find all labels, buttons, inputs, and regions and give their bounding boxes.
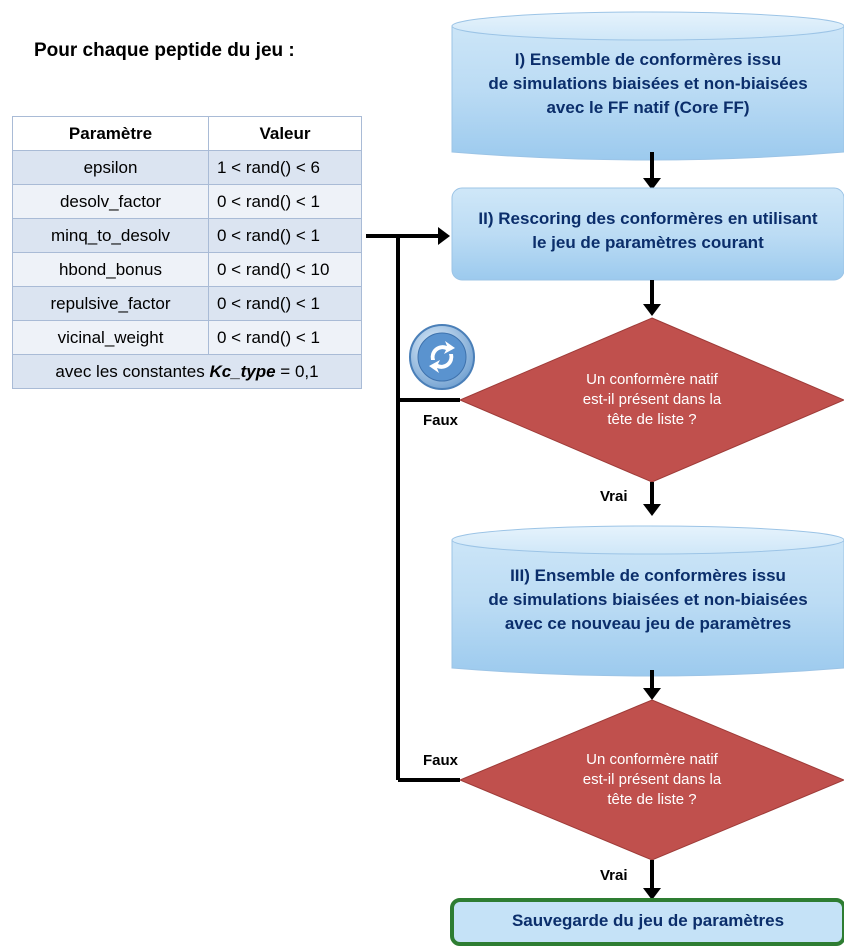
decision2-text: Un conformère natif est-il présent dans …	[520, 750, 784, 810]
param-value: 0 < rand() < 1	[208, 184, 362, 219]
param-value: 0 < rand() < 10	[208, 252, 362, 287]
false-label-1: Faux	[423, 412, 459, 429]
param-value: 1 < rand() < 6	[208, 150, 362, 185]
constants-note-suffix: = 0,1	[275, 361, 319, 381]
step3-line: de simulations biaisées et non-biaisées	[488, 590, 808, 609]
param-value: 0 < rand() < 1	[208, 286, 362, 321]
column-header-parameter: Paramètre	[12, 116, 209, 151]
step2-box	[451, 187, 844, 281]
step1-text: I) Ensemble de conformères issu de simul…	[452, 48, 844, 120]
table-footnote-row: avec les constantes Kc_type = 0,1	[12, 354, 362, 389]
table-row: hbond_bonus 0 < rand() < 10	[12, 252, 362, 287]
final-text: Sauvegarde du jeu de paramètres	[511, 911, 785, 930]
param-value: 0 < rand() < 1	[208, 218, 362, 253]
decision1-line: est-il présent dans la	[582, 391, 722, 408]
param-name: hbond_bonus	[12, 252, 209, 287]
step1-line: I) Ensemble de conformères issu	[514, 50, 782, 69]
param-name: vicinal_weight	[12, 320, 209, 355]
step3-line: avec ce nouveau jeu de paramètres	[504, 614, 792, 633]
decision1-text: Un conformère natif est-il présent dans …	[520, 370, 784, 430]
false-label-2: Faux	[423, 752, 459, 769]
param-name: repulsive_factor	[12, 286, 209, 321]
loop-arrowhead	[438, 227, 450, 245]
page-heading: Pour chaque peptide du jeu :	[34, 40, 295, 61]
true-label-2: Vrai	[600, 867, 628, 884]
param-name: desolv_factor	[12, 184, 209, 219]
step2-line: II) Rescoring des conformères en utilisa…	[478, 209, 818, 228]
param-name: epsilon	[12, 150, 209, 185]
table-row: desolv_factor 0 < rand() < 1	[12, 184, 362, 219]
table-row: repulsive_factor 0 < rand() < 1	[12, 286, 362, 321]
table-header-row: Paramètre Valeur	[12, 116, 362, 151]
constants-note-variable: Kc_type	[209, 361, 276, 381]
true-label-1: Vrai	[600, 488, 628, 505]
step1-line: de simulations biaisées et non-biaisées	[488, 74, 808, 93]
decision1-line: tête de liste ?	[607, 411, 697, 428]
table-row: minq_to_desolv 0 < rand() < 1	[12, 218, 362, 253]
step3-box	[451, 525, 844, 677]
decision2-line: est-il présent dans la	[582, 771, 722, 788]
step2-text: II) Rescoring des conformères en utilisa…	[452, 207, 844, 255]
table-row: vicinal_weight 0 < rand() < 1	[12, 320, 362, 355]
column-header-value: Valeur	[208, 116, 362, 151]
table-row: epsilon 1 < rand() < 6	[12, 150, 362, 185]
step1-box	[451, 11, 844, 161]
feedback-loop	[366, 234, 460, 782]
param-value: 0 < rand() < 1	[208, 320, 362, 355]
constants-note: avec les constantes Kc_type = 0,1	[12, 354, 362, 389]
final-box	[450, 898, 844, 946]
step1-line: avec le FF natif (Core FF)	[546, 98, 750, 117]
step2-line: le jeu de paramètres courant	[532, 233, 764, 252]
decision1-line: Un conformère natif	[586, 371, 718, 388]
step3-line: III) Ensemble de conformères issu	[510, 566, 786, 585]
decision2-line: Un conformère natif	[586, 751, 718, 768]
param-name: minq_to_desolv	[12, 218, 209, 253]
parameter-table: Paramètre Valeur epsilon 1 < rand() < 6 …	[12, 116, 362, 389]
constants-note-prefix: avec les constantes	[55, 361, 210, 381]
decision2-line: tête de liste ?	[607, 791, 697, 808]
step3-text: III) Ensemble de conformères issu de sim…	[452, 564, 844, 636]
refresh-icon	[407, 322, 477, 392]
